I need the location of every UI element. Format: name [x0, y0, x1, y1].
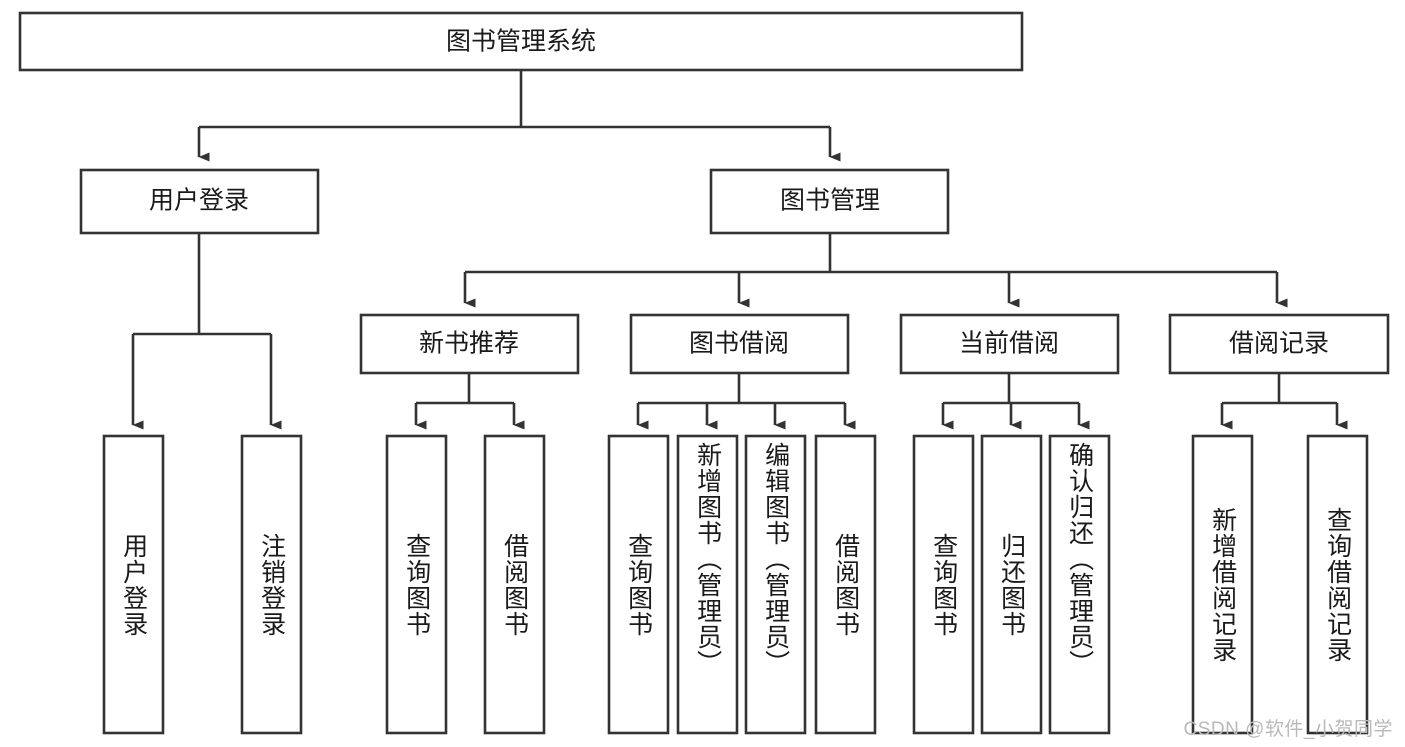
node-leaf-query-book-1-box[interactable]: [385, 434, 448, 735]
node-leaf-borrow-book-1-box[interactable]: [483, 434, 546, 735]
connector-group-current-borrow: [941, 373, 1090, 430]
node-leaf-query-book-2[interactable]: [607, 434, 670, 735]
node-user-login-label: 用户登录: [149, 187, 249, 215]
node-leaf-edit-book[interactable]: [744, 434, 807, 735]
node-borrow-record[interactable]: 借阅记录: [1168, 313, 1390, 375]
node-leaf-edit-book-box[interactable]: [744, 434, 807, 735]
node-current-borrow-box[interactable]: [899, 313, 1120, 375]
node-borrow-record-label: 借阅记录: [1229, 330, 1329, 358]
node-leaf-borrow-book-2-box[interactable]: [814, 434, 877, 735]
node-book-borrow-label: 图书借阅: [689, 330, 789, 358]
node-book-borrow[interactable]: 图书借阅: [629, 313, 850, 375]
node-leaf-confirm-return[interactable]: [1048, 434, 1111, 735]
node-leaf-query-book-3-box[interactable]: [912, 434, 975, 735]
node-leaf-borrow-book-2[interactable]: [814, 434, 877, 735]
node-current-borrow[interactable]: 当前借阅: [899, 313, 1120, 375]
connector-group-new-book-rec: [414, 373, 525, 430]
node-book-manage[interactable]: 图书管理: [709, 168, 950, 235]
node-leaf-add-record[interactable]: [1191, 434, 1254, 735]
node-book-borrow-box[interactable]: [629, 313, 850, 375]
csdn-watermark: CSDN @软件_小贺同学: [1183, 719, 1393, 740]
node-root-box[interactable]: [18, 11, 1024, 72]
node-leaf-return-book[interactable]: [980, 434, 1043, 735]
node-leaf-query-record[interactable]: [1306, 434, 1369, 735]
node-leaf-add-book-box[interactable]: [676, 434, 739, 735]
node-leaf-add-book[interactable]: [676, 434, 739, 735]
connector-group-borrow-record: [1220, 373, 1348, 430]
node-user-login[interactable]: 用户登录: [79, 168, 320, 235]
node-book-manage-box[interactable]: [709, 168, 950, 235]
connector-group-root: [197, 70, 841, 162]
node-leaf-query-record-box[interactable]: [1306, 434, 1369, 735]
node-new-book-rec[interactable]: 新书推荐: [359, 313, 580, 375]
node-new-book-rec-box[interactable]: [359, 313, 580, 375]
node-user-login-box[interactable]: [79, 168, 320, 235]
node-leaf-logout-box[interactable]: [240, 434, 303, 735]
node-borrow-record-box[interactable]: [1168, 313, 1390, 375]
node-book-manage-label: 图书管理: [780, 187, 880, 215]
node-leaf-user-login[interactable]: [102, 434, 165, 735]
node-leaf-user-login-box[interactable]: [102, 434, 165, 735]
node-root-label: 图书管理系统: [446, 28, 596, 56]
connector-group-book-manage: [463, 233, 1288, 308]
node-leaf-return-book-box[interactable]: [980, 434, 1043, 735]
node-current-borrow-label: 当前借阅: [959, 330, 1059, 358]
node-leaf-query-book-1[interactable]: [385, 434, 448, 735]
connector-group-user-login: [131, 233, 282, 430]
node-leaf-confirm-return-box[interactable]: [1048, 434, 1111, 735]
connector-group-book-borrow: [636, 373, 856, 430]
node-leaf-query-book-2-box[interactable]: [607, 434, 670, 735]
node-leaf-logout[interactable]: [240, 434, 303, 735]
node-leaf-add-record-box[interactable]: [1191, 434, 1254, 735]
node-leaf-query-book-3[interactable]: [912, 434, 975, 735]
node-root[interactable]: 图书管理系统: [18, 11, 1024, 72]
node-leaf-borrow-book-1[interactable]: [483, 434, 546, 735]
node-new-book-rec-label: 新书推荐: [419, 330, 519, 358]
